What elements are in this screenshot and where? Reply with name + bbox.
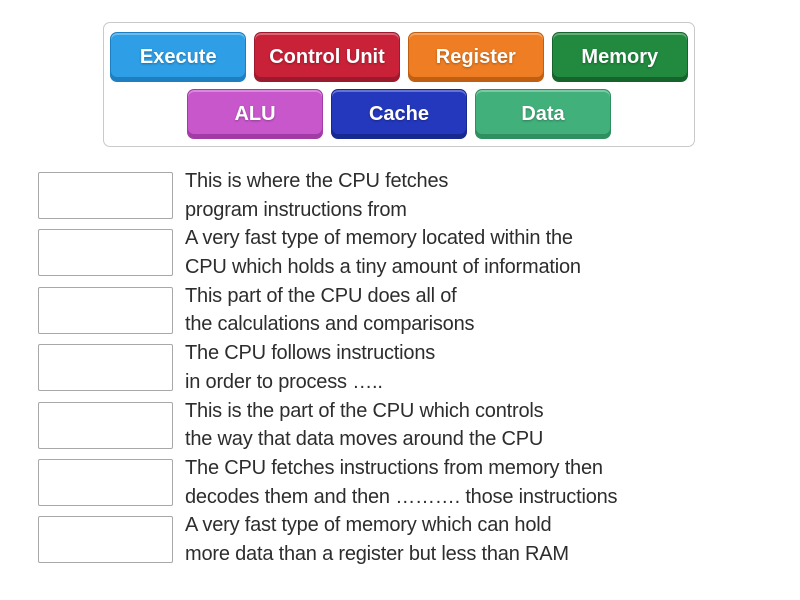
word-tile-label: ALU [234, 102, 276, 125]
answer-slot[interactable] [38, 229, 173, 277]
clue-line: the way that data moves around the CPU [185, 428, 544, 451]
clue-line: in order to process ….. [185, 370, 383, 393]
clue-text: A very fast type of memory which can hol… [185, 511, 569, 568]
answer-slot[interactable] [38, 286, 173, 334]
clue-line: program instructions from [185, 198, 407, 221]
clue-line: A very fast type of memory which can hol… [185, 514, 552, 537]
word-bank-panel: Execute Control Unit Register Memory ALU… [103, 22, 695, 147]
word-tile-register[interactable]: Register [407, 32, 544, 82]
clue-line: A very fast type of memory located withi… [185, 227, 573, 250]
word-tile-cache[interactable]: Cache [331, 89, 467, 139]
word-tile-label: Data [521, 102, 565, 125]
match-row: This is where the CPU fetches program in… [38, 167, 617, 224]
clue-line: more data than a register but less than … [185, 542, 569, 565]
word-tile-label: Register [435, 45, 516, 68]
word-tile-label: Cache [368, 102, 430, 125]
match-row: The CPU fetches instructions from memory… [38, 454, 618, 511]
word-tile-memory[interactable]: Memory [551, 32, 688, 82]
clue-line: CPU which holds a tiny amount of informa… [185, 255, 581, 278]
clue-text: This part of the CPU does all of the cal… [185, 282, 475, 339]
clue-text: A very fast type of memory located withi… [185, 224, 581, 281]
answer-slot[interactable] [38, 172, 173, 219]
match-row: This is the part of the CPU which contro… [38, 397, 617, 454]
word-tile-execute[interactable]: Execute [110, 32, 247, 82]
match-row: A very fast type of memory which can hol… [38, 511, 617, 568]
match-row: A very fast type of memory located withi… [38, 224, 617, 281]
match-row: This part of the CPU does all of the cal… [38, 282, 617, 339]
match-row: The CPU follows instructions in order to… [38, 339, 617, 396]
clue-line: The CPU fetches instructions from memory… [185, 456, 603, 479]
word-tile-alu[interactable]: ALU [187, 89, 323, 139]
clue-text: This is the part of the CPU which contro… [185, 397, 544, 454]
answer-slot[interactable] [38, 458, 173, 506]
answer-slot[interactable] [38, 516, 173, 564]
clue-line: This part of the CPU does all of [185, 284, 457, 307]
word-bank-row-2: ALU Cache Data [104, 89, 694, 139]
answer-slot[interactable] [38, 401, 173, 449]
word-bank-row-1: Execute Control Unit Register Memory [104, 32, 694, 82]
clue-text: This is where the CPU fetches program in… [185, 167, 448, 224]
answer-slot[interactable] [38, 344, 173, 392]
clue-line: the calculations and comparisons [185, 313, 475, 336]
clue-line: This is where the CPU fetches [185, 170, 449, 192]
clue-line: This is the part of the CPU which contro… [185, 399, 544, 422]
clue-text: The CPU fetches instructions from memory… [185, 454, 618, 511]
match-list: This is where the CPU fetches program in… [38, 167, 618, 569]
clue-line: decodes them and then ………. those instruc… [185, 485, 618, 508]
word-tile-label: Control Unit [269, 45, 385, 68]
word-tile-label: Memory [581, 45, 659, 68]
word-tile-data[interactable]: Data [475, 89, 611, 139]
clue-text: The CPU follows instructions in order to… [185, 339, 435, 396]
clue-line: The CPU follows instructions [185, 342, 436, 365]
word-tile-label: Execute [139, 45, 217, 68]
word-tile-control-unit[interactable]: Control Unit [254, 32, 400, 82]
